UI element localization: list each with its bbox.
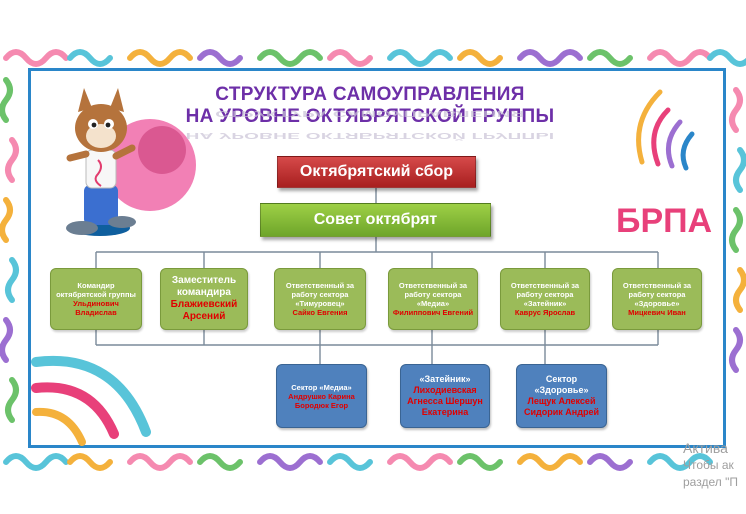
role-name: Каврус Ярослав	[514, 308, 576, 317]
role-label: Командир октябрятской группы	[56, 281, 136, 299]
sector-label: Сектор «Здоровье»	[534, 374, 589, 396]
brpa-logo-icon	[636, 89, 695, 171]
content-frame	[28, 68, 726, 448]
sector-box-zdorovye: Сектор «Здоровье» Лещук Алексей Сидорик …	[516, 364, 607, 428]
october-council-box: Совет октябрят	[260, 203, 491, 237]
role-label: Заместитель командира	[171, 275, 237, 298]
watermark-line-2: Чтобы ак	[683, 458, 734, 472]
role-name: Филиппович Евгений	[392, 308, 474, 317]
role-name: Мицкевич Иван	[628, 308, 686, 317]
role-label: Ответственный за работу сектора «Медиа»	[398, 281, 468, 308]
mascot-lynx-icon	[66, 88, 136, 236]
watermark-line-1: Актива	[683, 440, 728, 456]
role-box-zdorovye: Ответственный за работу сектора «Здоровь…	[612, 268, 702, 330]
october-assembly-box: Октябрятский сбор	[277, 156, 476, 188]
title-line-1: СТРУКТУРА САМОУПРАВЛЕНИЯ	[215, 84, 525, 105]
title-line-1-reflection: СТРУКТУРА САМОУПРАВЛЕНИЯ	[215, 108, 525, 118]
activation-watermark: Актива Чтобы ак раздел "П	[683, 440, 738, 491]
brpa-logo-text: БРПА	[616, 202, 712, 240]
role-label: Ответственный за работу сектора «Здоровь…	[622, 281, 692, 308]
role-name: Ульдинович Владислав	[73, 299, 119, 317]
connector-lines	[95, 188, 659, 364]
role-name: Блажиевский Арсений	[170, 299, 238, 322]
sector-box-zateynik: «Затейник» Лиходиевская Агнесса Шершун Е…	[400, 364, 490, 428]
sector-members: Андрушко Карина Бородюк Егор	[288, 391, 355, 410]
role-box-timurovets: Ответственный за работу сектора «Тимуров…	[274, 268, 366, 330]
role-box-media: Ответственный за работу сектора «Медиа» …	[388, 268, 478, 330]
arc-decoration-icon	[31, 355, 151, 446]
role-label: Ответственный за работу сектора «Тимуров…	[285, 281, 355, 308]
watermark-line-3: раздел "П	[683, 475, 738, 489]
role-label: Ответственный за работу сектора «Затейни…	[510, 281, 580, 308]
role-name: Сайко Евгения	[292, 308, 348, 317]
sector-label: Сектор «Медиа»	[291, 382, 352, 392]
sector-box-media: Сектор «Медиа» Андрушко Карина Бородюк Е…	[276, 364, 367, 428]
role-box-deputy: Заместитель командира Блажиевский Арсени…	[160, 268, 248, 330]
sector-members: Лиходиевская Агнесса Шершун Екатерина	[407, 385, 483, 417]
sector-label: «Затейник»	[419, 374, 471, 385]
role-box-zateynik: Ответственный за работу сектора «Затейни…	[500, 268, 590, 330]
title-line-2: НА УРОВНЕ ОКТЯБРЯТСКОЙ ГРУППЫ	[185, 106, 555, 127]
sector-members: Лещук Алексей Сидорик Андрей	[524, 396, 599, 417]
title-line-2-reflection: НА УРОВНЕ ОКТЯБРЯТСКОЙ ГРУППЫ	[185, 130, 555, 140]
role-box-commander: Командир октябрятской группы Ульдинович …	[50, 268, 142, 330]
